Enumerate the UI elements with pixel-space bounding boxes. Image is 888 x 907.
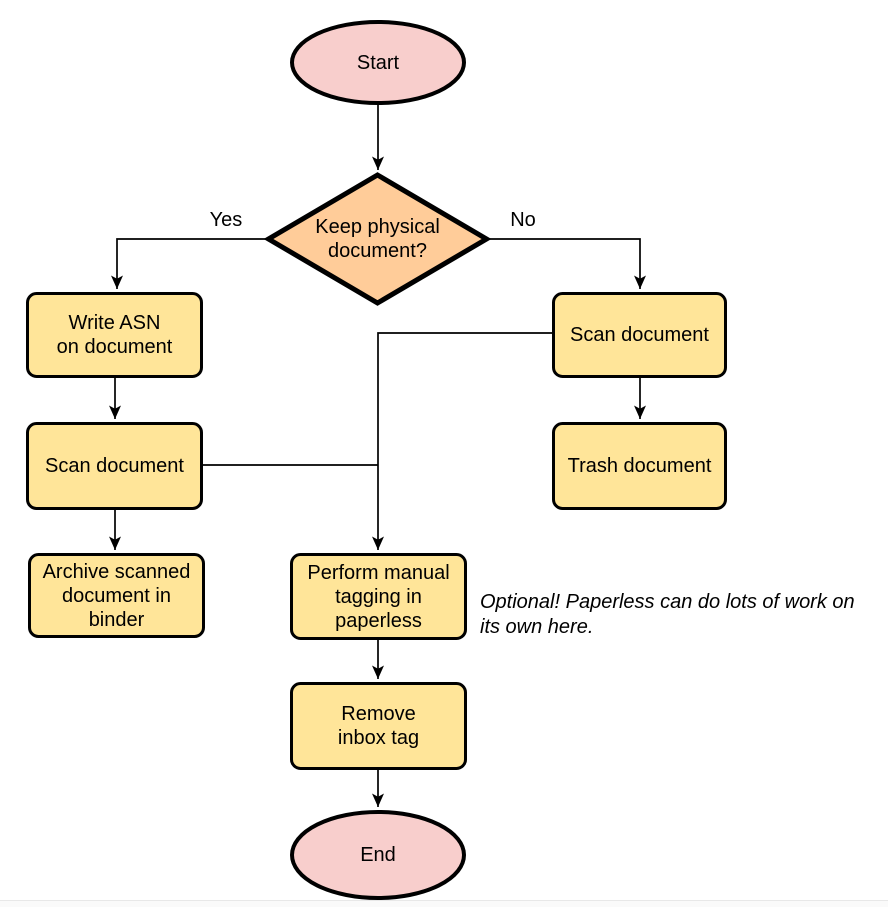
node-trash-box bbox=[552, 422, 727, 510]
node-start-ellipse bbox=[290, 20, 466, 105]
edge-scan-right-to-tagging bbox=[372, 332, 552, 550]
node-remove-inbox-box bbox=[290, 682, 467, 770]
bottom-divider bbox=[0, 900, 888, 901]
edges bbox=[109, 105, 646, 807]
scan-left-label: Scan document bbox=[45, 455, 184, 477]
node-tagging-box bbox=[290, 553, 467, 640]
node-scan-left-box bbox=[26, 422, 203, 510]
node-shapes bbox=[26, 20, 727, 900]
decision-label: Keep physical document? bbox=[315, 216, 440, 262]
archive-label: Archive scanned document in binder bbox=[42, 560, 191, 631]
yes-branch-label: Yes bbox=[209, 208, 243, 231]
edge-decision-yes-to-write-asn bbox=[111, 238, 266, 289]
node-scan-right-box bbox=[552, 292, 727, 378]
node-write-asn-box bbox=[26, 292, 203, 378]
tagging-label: Perform manual tagging in paperless bbox=[307, 561, 450, 632]
bottom-strip bbox=[0, 901, 888, 907]
remove-inbox-label: Remove inbox tag bbox=[337, 703, 420, 749]
node-end-ellipse bbox=[290, 810, 466, 900]
node-decision-diamond bbox=[263, 172, 492, 306]
optional-note: Optional! Paperless can do lots of work … bbox=[480, 591, 855, 638]
node-archive-box bbox=[28, 553, 205, 638]
trash-label: Trash document bbox=[567, 455, 712, 477]
write-asn-label: Write ASN on document bbox=[56, 312, 173, 358]
end-label: End bbox=[360, 844, 396, 866]
edge-decision-no-to-scan-right bbox=[489, 238, 646, 289]
no-branch-label: No bbox=[510, 208, 536, 231]
scan-right-label: Scan document bbox=[570, 324, 709, 346]
start-label: Start bbox=[356, 51, 400, 74]
